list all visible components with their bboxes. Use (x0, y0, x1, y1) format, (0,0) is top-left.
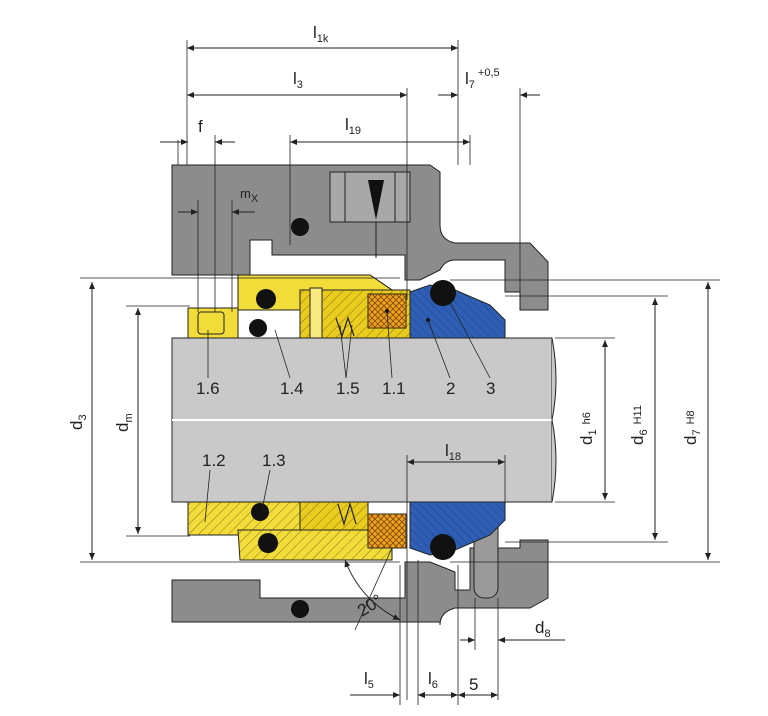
oring-housing-lower (291, 600, 309, 618)
label-l19: l19 (345, 115, 361, 137)
label-d6: d6H11 (628, 405, 650, 445)
label-l3: l3 (293, 69, 303, 91)
label-mx: mX (240, 186, 259, 205)
stationary-seat-lower (409, 501, 506, 560)
label-l6: l6 (428, 669, 438, 691)
oring-seat-upper (430, 280, 456, 306)
stationary-seat-upper (409, 280, 506, 339)
part-label-1-3: 1.3 (262, 451, 286, 470)
flush-port (329, 171, 411, 223)
label-five: 5 (469, 675, 478, 694)
label-d7: d7H8 (681, 410, 703, 445)
part-label-1-6: 1.6 (196, 379, 220, 398)
label-dm: dm (113, 413, 135, 432)
oring-housing-upper (291, 218, 309, 236)
part-label-1-1: 1.1 (382, 379, 406, 398)
leader-lines (204, 301, 491, 523)
label-f: f (198, 117, 203, 136)
part-label-2: 2 (446, 379, 455, 398)
shaft (171, 337, 557, 503)
label-d1: d1h6 (577, 412, 599, 445)
part-1-6-upper (187, 307, 239, 339)
rotating-unit-lower (187, 501, 407, 561)
dimension-labels: l1k l3 l7+0,5 l19 f mX d3 dm d1h6 d6H11 … (67, 23, 703, 694)
rotating-unit-upper (187, 274, 411, 339)
label-l1k: l1k (313, 23, 329, 45)
oring-seat-lower (430, 534, 456, 560)
label-l18: l18 (445, 441, 461, 463)
part-labels: 1.6 1.4 1.5 1.1 2 3 1.2 1.3 (196, 379, 495, 470)
label-l5: l5 (364, 669, 374, 691)
part-label-1-5: 1.5 (336, 379, 360, 398)
part-label-1-2: 1.2 (202, 451, 226, 470)
dimension-lines (80, 40, 720, 705)
label-l7: l7+0,5 (465, 67, 500, 91)
flow-arrow-icon (368, 180, 384, 220)
housing-upper (171, 164, 549, 311)
label-d8: d8 (535, 618, 551, 640)
label-d3: d3 (67, 414, 89, 430)
part-label-3: 3 (486, 379, 495, 398)
part-label-1-4: 1.4 (280, 379, 304, 398)
